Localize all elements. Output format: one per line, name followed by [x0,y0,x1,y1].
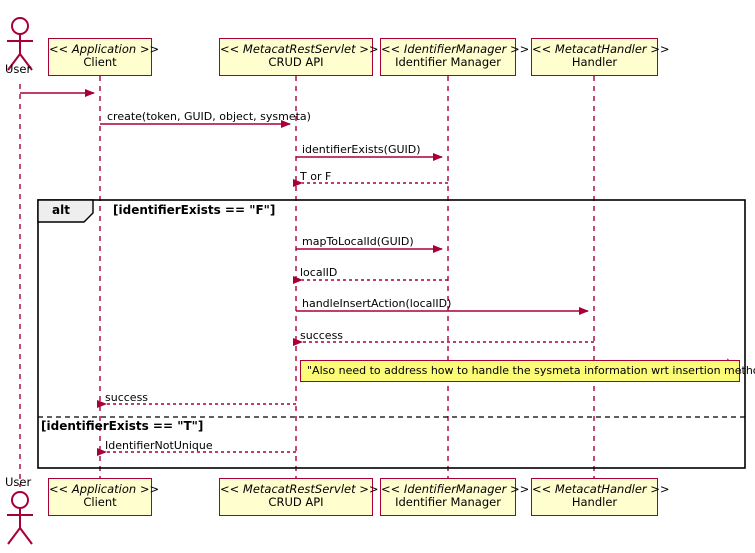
actor-icon-top [7,17,33,71]
participant-box-idmgr-top[interactable]: << IdentifierManager >> Identifier Manag… [380,38,530,76]
message-label-t-or-f: T or F [300,170,332,183]
message-label-success-handler: success [300,329,344,342]
participant-stereotype: << IdentifierManager >> [381,42,530,56]
participant-stereotype: << Application >> [49,42,160,56]
alt-fragment-frame [37,199,746,469]
message-label-handle-insert-action: handleInsertAction(localID) [302,297,452,310]
participant-name: CRUD API [268,495,324,510]
participant-stereotype: << MetacatRestServlet >> [220,42,379,56]
participant-name: Client [83,55,117,70]
message-label-identifier-exists: identifierExists(GUID) [302,143,421,156]
participant-box-handler-bottom[interactable]: << MetacatHandler >> Handler [531,478,670,516]
message-label-local-id: localID [300,266,338,279]
message-label-identifier-not-unique: IdentifierNotUnique [105,439,213,452]
message-arrows [20,89,594,456]
participant-name: Identifier Manager [395,55,501,70]
participant-box-crud-top[interactable]: << MetacatRestServlet >> CRUD API [219,38,379,76]
message-label-success-client: success [105,391,149,404]
participant-name: Client [83,495,117,510]
participant-name: Handler [571,495,618,510]
participant-box-handler-top[interactable]: << MetacatHandler >> Handler [531,38,670,76]
participant-box-crud-bottom[interactable]: << MetacatRestServlet >> CRUD API [219,478,379,516]
participant-stereotype: << MetacatRestServlet >> [220,482,379,496]
actor-label-bottom: User [5,475,32,489]
actor-icon-bottom [7,491,33,545]
alt-fragment-guard-first: [identifierExists == "F"] [113,203,276,217]
participant-name: CRUD API [268,55,324,70]
participant-stereotype: << MetacatHandler >> [532,482,670,496]
actor-label-top: User [5,62,32,76]
message-label-map-to-local-id: mapToLocalId(GUID) [302,235,414,248]
participant-stereotype: << Application >> [49,482,160,496]
participant-name: Identifier Manager [395,495,501,510]
note-sysmeta: "Also need to address how to handle the … [300,360,755,382]
note-text: "Also need to address how to handle the … [307,364,755,377]
message-label-create: create(token, GUID, object, sysmeta) [107,110,311,123]
participant-box-idmgr-bottom[interactable]: << IdentifierManager >> Identifier Manag… [380,478,530,516]
participant-box-client-top[interactable]: << Application >> Client [48,38,160,76]
participant-name: Handler [571,55,618,70]
participant-box-client-bottom[interactable]: << Application >> Client [48,478,160,516]
participant-stereotype: << IdentifierManager >> [381,482,530,496]
alt-fragment-guard-else: [identifierExists == "T"] [41,419,204,433]
alt-fragment-operator-label: alt [52,203,70,217]
participant-stereotype: << MetacatHandler >> [532,42,670,56]
